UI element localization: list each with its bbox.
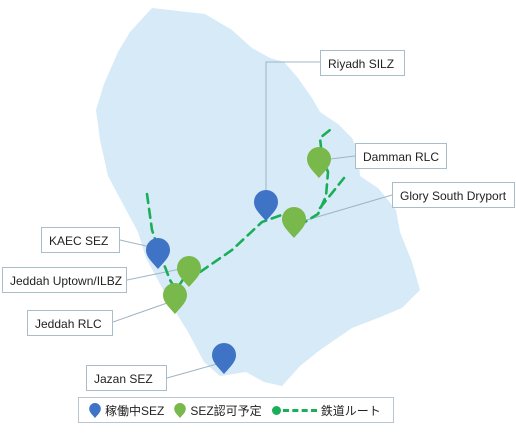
legend-planned-label: SEZ認可予定	[190, 403, 262, 418]
railway-line-icon	[271, 405, 317, 415]
railway-route-branch	[318, 176, 346, 210]
pin-riyadh[interactable]	[254, 190, 278, 221]
leader-line-jeddah-uptown	[126, 267, 186, 281]
label-riyadh-silz: Riyadh SILZ	[320, 50, 405, 76]
legend-operating: 稼働中SEZ	[89, 402, 164, 419]
blue-pin-icon	[89, 402, 101, 418]
railway-route-main	[145, 128, 332, 293]
legend-railway: 鉄道ルート	[271, 402, 381, 419]
leader-line-jazan	[166, 361, 225, 379]
leader-line-jeddah-rlc	[112, 301, 171, 323]
label-damman-rlc: Damman RLC	[355, 143, 447, 169]
pin-jeddah-rlc[interactable]	[163, 283, 187, 314]
leader-line-glory	[299, 194, 393, 223]
label-glory-south-dryport: Glory South Dryport	[392, 182, 515, 208]
pin-jeddah-uptown[interactable]	[177, 256, 201, 287]
pin-jazan[interactable]	[212, 343, 236, 374]
map-legend: 稼働中SEZ SEZ認可予定 鉄道ルート	[78, 397, 394, 423]
legend-operating-label: 稼働中SEZ	[105, 403, 165, 418]
legend-planned: SEZ認可予定	[174, 402, 262, 419]
green-pin-icon	[174, 402, 187, 418]
pin-kaec[interactable]	[146, 238, 170, 269]
leader-line-riyadh	[265, 61, 320, 190]
label-jeddah-rlc: Jeddah RLC	[27, 310, 113, 336]
pin-glory-south[interactable]	[282, 207, 306, 238]
label-jazan-sez: Jazan SEZ	[86, 365, 167, 391]
label-jeddah-uptown: Jeddah Uptown/ILBZ	[2, 267, 127, 293]
pin-damman[interactable]	[307, 147, 331, 178]
label-kaec-sez: KAEC SEZ	[41, 227, 120, 253]
legend-railway-label: 鉄道ルート	[320, 403, 381, 418]
